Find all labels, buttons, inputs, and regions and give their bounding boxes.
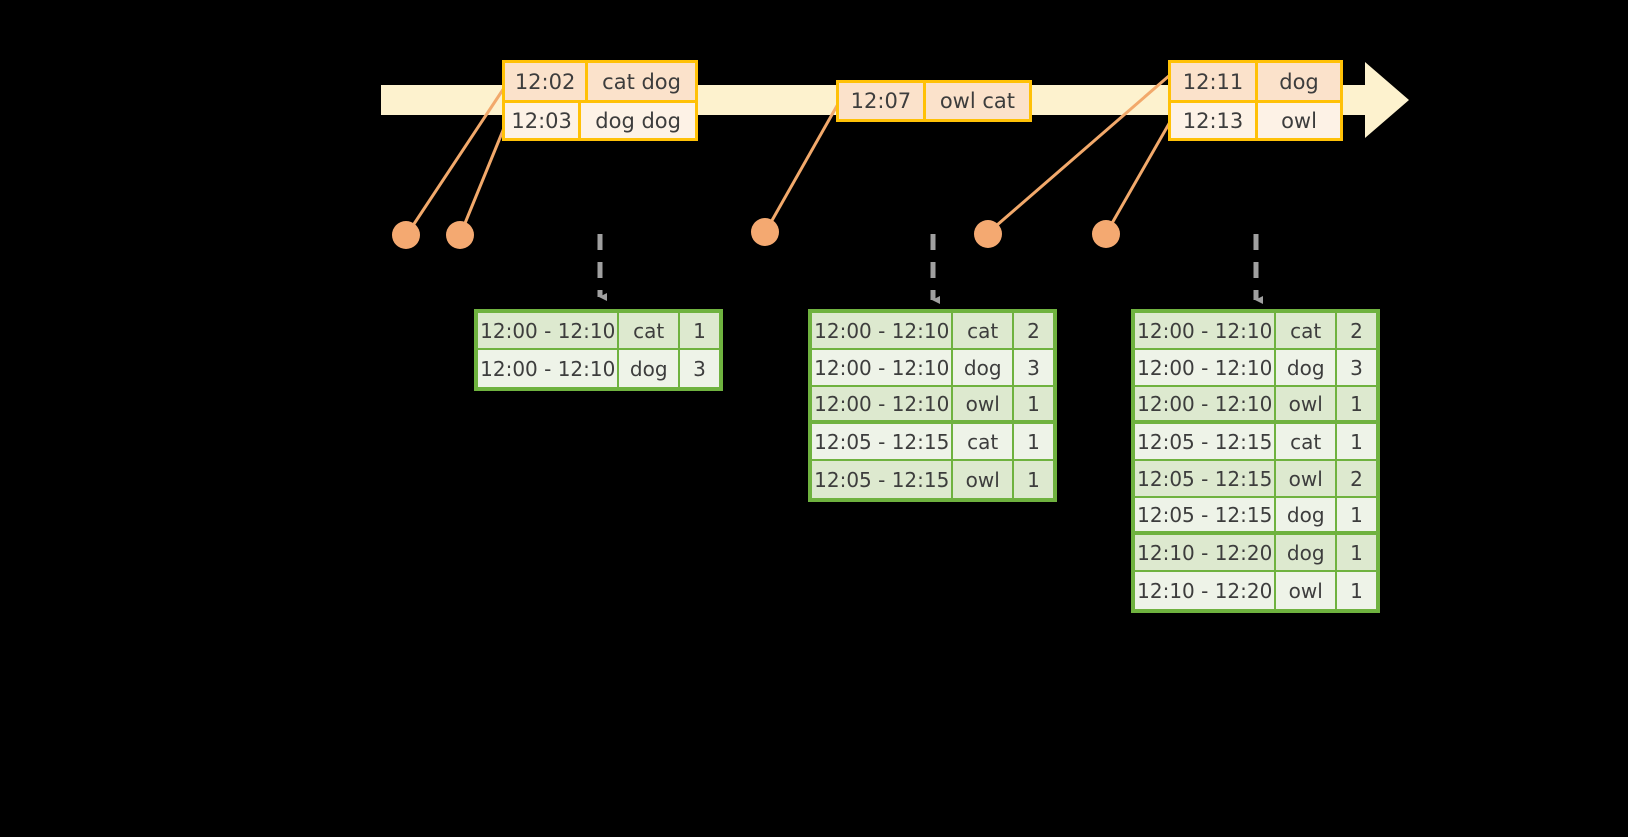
event-dot (751, 218, 779, 246)
table-row[interactable]: 12:00 - 12:10 owl 1 (1135, 387, 1376, 424)
event-row[interactable]: 12:07 owl cat (839, 83, 1029, 119)
event-row[interactable]: 12:13 owl (1171, 100, 1340, 138)
table-row[interactable]: 12:00 - 12:10 dog 3 (812, 350, 1053, 387)
event-value: cat dog (602, 69, 681, 94)
table-row[interactable]: 12:10 - 12:20 dog 1 (1135, 535, 1376, 572)
cell-key: owl (1276, 572, 1337, 609)
cell-count: 2 (1350, 318, 1363, 343)
table-row[interactable]: 12:00 - 12:10 dog 3 (1135, 350, 1376, 387)
cell-count: 3 (693, 356, 706, 381)
cell-count: 1 (1027, 391, 1040, 416)
cell-count: 1 (1350, 502, 1363, 527)
cell-key: dog (1276, 535, 1337, 570)
event-group-3[interactable]: 12:11 dog 12:13 owl (1168, 60, 1343, 141)
event-dot (446, 221, 474, 249)
event-row[interactable]: 12:11 dog (1171, 63, 1340, 101)
cell-window: 12:05 - 12:15 (1135, 424, 1277, 459)
event-value: owl (1281, 108, 1317, 133)
cell-key: cat (953, 313, 1014, 348)
result-table-1[interactable]: 12:00 - 12:10 cat 1 12:00 - 12:10 dog 3 (474, 309, 723, 391)
cell-window: 12:00 - 12:10 (1135, 350, 1277, 385)
event-time: 12:07 (839, 83, 926, 119)
cell-key: owl (1276, 387, 1337, 420)
table-row[interactable]: 12:00 - 12:10 cat 1 (478, 313, 719, 350)
event-value: dog (1279, 69, 1319, 94)
cell-window: 12:05 - 12:15 (1135, 461, 1277, 496)
cell-window: 12:00 - 12:10 (1135, 387, 1277, 420)
cell-window: 12:00 - 12:10 (1135, 313, 1277, 348)
cell-window: 12:05 - 12:15 (812, 461, 954, 498)
cell-count: 2 (1350, 466, 1363, 491)
cell-count: 1 (1350, 391, 1363, 416)
table-row[interactable]: 12:05 - 12:15 owl 2 (1135, 461, 1376, 498)
table-row[interactable]: 12:00 - 12:10 dog 3 (478, 350, 719, 387)
cell-count: 1 (1350, 578, 1363, 603)
cell-count: 1 (1027, 467, 1040, 492)
cell-count: 1 (1027, 429, 1040, 454)
cell-window: 12:00 - 12:10 (812, 350, 954, 385)
cell-count: 2 (1027, 318, 1040, 343)
dashed-arrows (597, 234, 1263, 304)
cell-key: cat (1276, 424, 1337, 459)
table-row[interactable]: 12:00 - 12:10 cat 2 (1135, 313, 1376, 350)
cell-window: 12:00 - 12:10 (478, 350, 620, 387)
cell-window: 12:05 - 12:15 (1135, 498, 1277, 531)
cell-count: 1 (1350, 540, 1363, 565)
cell-count: 1 (693, 318, 706, 343)
event-value: owl cat (939, 89, 1015, 113)
cell-key: owl (953, 387, 1014, 420)
cell-window: 12:00 - 12:10 (478, 313, 620, 348)
cell-key: dog (953, 350, 1014, 385)
event-dot (1092, 220, 1120, 248)
event-time: 12:03 (505, 103, 582, 138)
cell-window: 12:00 - 12:10 (812, 313, 954, 348)
cell-key: cat (619, 313, 680, 348)
event-time: 12:11 (1171, 63, 1258, 101)
cell-window: 12:00 - 12:10 (812, 387, 954, 420)
cell-count: 3 (1027, 355, 1040, 380)
cell-key: dog (1276, 498, 1337, 531)
event-row[interactable]: 12:03 dog dog (505, 100, 695, 138)
cell-window: 12:05 - 12:15 (812, 424, 954, 459)
cell-key: cat (1276, 313, 1337, 348)
table-row[interactable]: 12:00 - 12:10 owl 1 (812, 387, 1053, 424)
event-value: dog dog (595, 108, 681, 133)
table-row[interactable]: 12:05 - 12:15 cat 1 (812, 424, 1053, 461)
event-group-1[interactable]: 12:02 cat dog 12:03 dog dog (502, 60, 698, 141)
cell-key: dog (1276, 350, 1337, 385)
event-dots (392, 218, 1120, 249)
cell-count: 3 (1350, 355, 1363, 380)
table-row[interactable]: 12:05 - 12:15 owl 1 (812, 461, 1053, 498)
event-time: 12:02 (505, 63, 589, 101)
event-time: 12:13 (1171, 103, 1258, 138)
table-row[interactable]: 12:10 - 12:20 owl 1 (1135, 572, 1376, 609)
cell-count: 1 (1350, 429, 1363, 454)
cell-key: owl (1276, 461, 1337, 496)
event-group-2[interactable]: 12:07 owl cat (836, 80, 1032, 122)
result-table-3[interactable]: 12:00 - 12:10 cat 2 12:00 - 12:10 dog 3 … (1131, 309, 1380, 613)
table-row[interactable]: 12:05 - 12:15 dog 1 (1135, 498, 1376, 535)
table-row[interactable]: 12:05 - 12:15 cat 1 (1135, 424, 1376, 461)
cell-window: 12:10 - 12:20 (1135, 535, 1277, 570)
cell-key: cat (953, 424, 1014, 459)
event-dot (392, 221, 420, 249)
cell-key: owl (953, 461, 1014, 498)
table-row[interactable]: 12:00 - 12:10 cat 2 (812, 313, 1053, 350)
event-row[interactable]: 12:02 cat dog (505, 63, 695, 101)
event-dot (974, 220, 1002, 248)
result-table-2[interactable]: 12:00 - 12:10 cat 2 12:00 - 12:10 dog 3 … (808, 309, 1057, 502)
cell-key: dog (619, 350, 680, 387)
cell-window: 12:10 - 12:20 (1135, 572, 1277, 609)
